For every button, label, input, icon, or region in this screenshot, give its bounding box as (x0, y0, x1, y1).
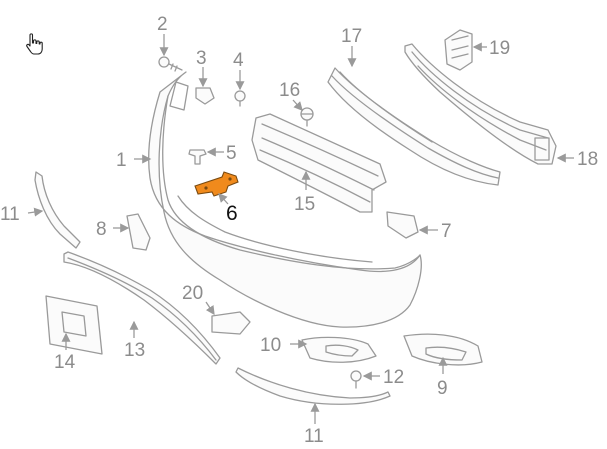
bracket-part-19[interactable] (444, 29, 473, 71)
callout-1: 1 (116, 150, 127, 171)
callout-12: 12 (383, 367, 404, 388)
lower-grille-part-15[interactable] (251, 113, 387, 213)
callout-20: 20 (182, 283, 203, 304)
sensor-holder-part-20[interactable] (211, 311, 251, 335)
screw-part-12[interactable] (350, 370, 362, 389)
bracket-part-8[interactable] (126, 213, 151, 251)
callout-11-bottom: 11 (304, 426, 324, 444)
screw-part-2[interactable] (158, 56, 183, 72)
bracket-part-6-highlighted[interactable] (194, 171, 239, 197)
callout-15: 15 (294, 194, 315, 215)
callout-6-highlighted: 6 (226, 202, 238, 225)
screw-part-4[interactable] (234, 90, 246, 107)
callout-19: 19 (489, 38, 510, 59)
clip-part-16[interactable] (300, 107, 314, 127)
rivet-part-5[interactable] (188, 149, 207, 165)
callout-14: 14 (54, 352, 76, 373)
lower-grille-strip-part-13[interactable] (63, 251, 221, 365)
hand-pointer-icon (26, 33, 43, 55)
callout-10: 10 (260, 335, 281, 356)
fog-lamp-bezel-part-10[interactable] (301, 336, 377, 363)
bumper-reinforcement-part-18[interactable] (404, 43, 557, 165)
callout-5: 5 (226, 143, 237, 164)
bracket-part-7[interactable] (386, 211, 419, 239)
leader-lines (27, 34, 574, 424)
trim-strip-part-11-left[interactable] (34, 171, 81, 249)
callout-16: 16 (279, 80, 300, 101)
callout-11-left: 11 (0, 204, 20, 225)
callout-3: 3 (196, 48, 207, 69)
trim-strip-part-11-bottom[interactable] (235, 367, 391, 405)
fog-lamp-bezel-part-9[interactable] (403, 333, 483, 366)
callout-17: 17 (341, 26, 362, 47)
callout-9: 9 (437, 378, 448, 399)
license-plate-bracket-part-14[interactable] (45, 295, 103, 355)
energy-absorber-part-17[interactable] (327, 67, 501, 186)
clip-part-3[interactable] (195, 87, 215, 105)
callout-7: 7 (441, 221, 452, 242)
callout-2: 2 (157, 14, 168, 35)
callout-numbers: 2 3 4 16 17 19 18 1 5 6 15 7 8 11 20 13 … (0, 14, 598, 447)
callout-4: 4 (233, 50, 244, 71)
bumper-cover-part-1[interactable] (148, 71, 422, 328)
callout-13: 13 (124, 340, 145, 361)
callout-18: 18 (577, 149, 598, 170)
callout-8: 8 (96, 219, 107, 240)
